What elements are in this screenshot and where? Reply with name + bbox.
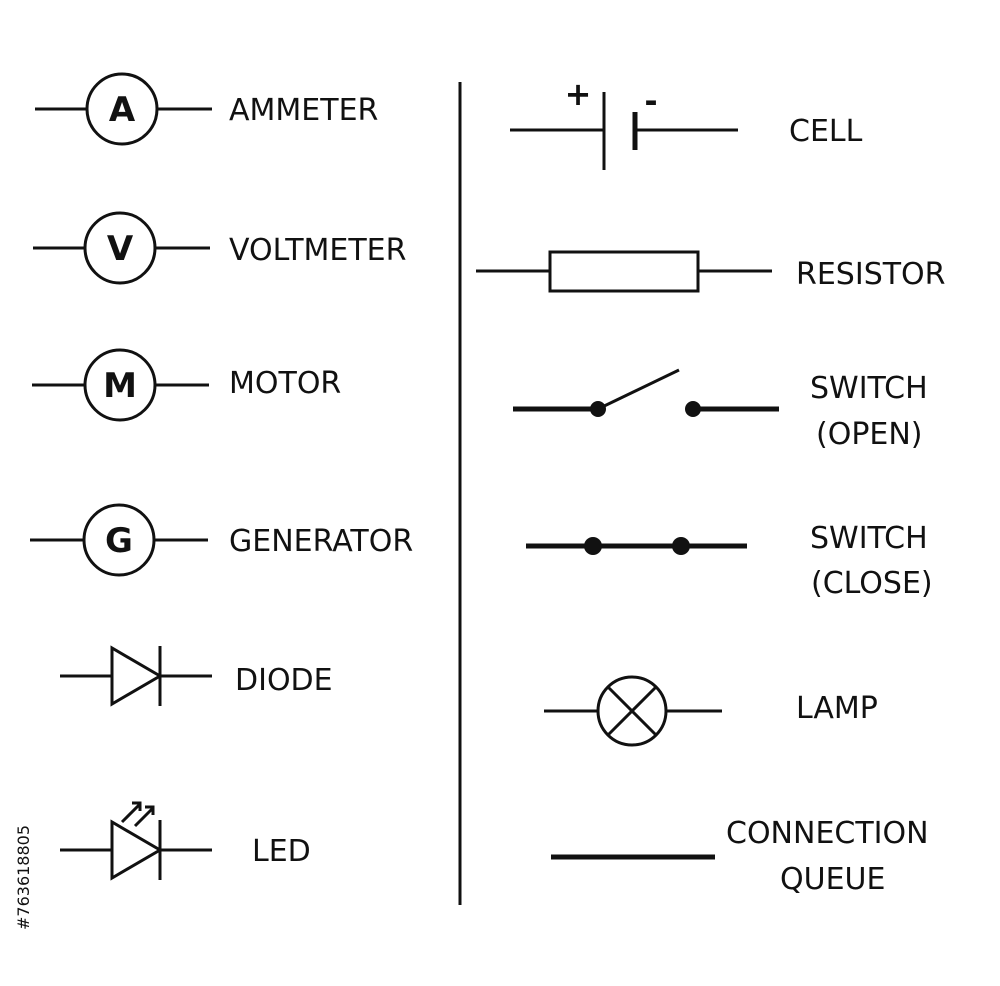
led-symbol xyxy=(60,801,212,881)
switch-open-label-line1: SWITCH xyxy=(810,371,928,406)
switch-open-label-line2: (OPEN) xyxy=(816,417,923,452)
connection-label-line2: QUEUE xyxy=(780,862,885,897)
lamp-symbol xyxy=(544,675,722,747)
switch-close-label-line1: SWITCH xyxy=(810,521,928,556)
led-label: LED xyxy=(252,834,311,869)
switch-open-symbol xyxy=(513,368,779,417)
ammeter-letter: A xyxy=(109,90,136,130)
motor-symbol: M xyxy=(32,348,209,422)
switch-close-symbol xyxy=(526,537,747,555)
switch-close-label-line2: (CLOSE) xyxy=(811,566,933,601)
motor-letter: M xyxy=(103,366,137,406)
stock-id-label: #763618805 xyxy=(14,825,33,930)
cell-minus-sign: - xyxy=(644,82,657,120)
cell-symbol: + - xyxy=(510,75,738,170)
cell-plus-sign: + xyxy=(565,75,592,113)
voltmeter-symbol: V xyxy=(33,211,210,285)
generator-label: GENERATOR xyxy=(229,524,413,559)
cell-label: CELL xyxy=(789,114,863,149)
voltmeter-label: VOLTMETER xyxy=(229,233,406,268)
resistor-symbol xyxy=(476,250,772,293)
motor-label: MOTOR xyxy=(229,366,341,401)
generator-letter: G xyxy=(105,521,133,561)
lamp-label: LAMP xyxy=(796,691,878,726)
diode-label: DIODE xyxy=(235,663,333,698)
diode-symbol xyxy=(60,645,212,707)
ammeter-label: AMMETER xyxy=(229,93,378,128)
connection-label-line1: CONNECTION xyxy=(726,816,929,851)
light-emission-arrows xyxy=(120,801,155,828)
ammeter-symbol: A xyxy=(35,72,212,146)
resistor-label: RESISTOR xyxy=(796,257,946,292)
generator-symbol: G xyxy=(30,503,208,577)
voltmeter-letter: V xyxy=(107,229,134,269)
